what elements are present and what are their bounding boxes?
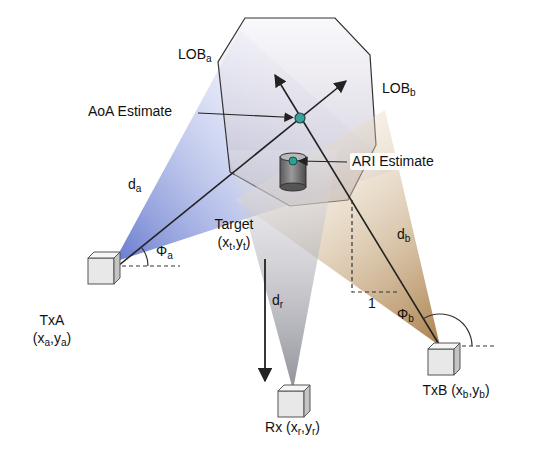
distance-label: db [397,226,410,243]
subscript: r [298,426,301,437]
text-run: Φ [156,243,167,259]
text-run: ) [246,234,251,250]
text-run: d [272,292,280,308]
text-run: ,y [232,234,243,250]
node-label: Rx (xr,yr) [255,419,330,437]
reference-line [462,345,497,346]
text-run: ,y [50,330,61,346]
lob-line [275,75,440,346]
text-run: d [128,176,136,192]
angle-arc [141,247,148,266]
subscript: t [229,240,232,251]
text-run: LOB [382,80,410,96]
subscript: t [243,240,246,251]
text-run: ) [67,330,72,346]
distance-label: da [128,176,141,193]
callout-label: AoA Estimate [88,103,172,120]
subscript: a [167,250,173,261]
callout-label: ARI Estimate [350,153,436,170]
rx-beam [228,150,338,390]
subscript: a [206,53,212,64]
subscript: b [463,389,469,400]
subscript: r [280,299,283,310]
subscript: b [405,233,411,244]
offset-line [352,200,400,292]
leader-line [198,113,293,118]
subscript: r [312,426,315,437]
angle-label: Φb [397,306,414,323]
subscript: b [408,313,414,324]
distance-label: dr [272,292,283,309]
text-run: ) [485,382,490,398]
text-run: ,y [301,419,312,435]
text-run: ) [315,419,320,435]
text-run: TxB (x [422,382,462,398]
receiver-node: Rx (xr,yr) [255,383,330,443]
angle-arc [423,314,472,346]
transmitter-node: TxB (xb,yb) [420,342,492,406]
text-run: ,y [468,382,479,398]
text-run: LOB [178,46,206,62]
lob-label: LOBa [176,46,214,63]
subscript: a [44,336,50,347]
aoa-point [295,113,305,123]
subscript: b [410,87,416,98]
node-label: Target (xt,yt) [205,216,263,251]
unit-label: 1 [368,295,376,312]
text-run: Φ [397,306,408,322]
text-run: 1 [368,295,376,311]
text-run: d [397,226,405,242]
leader-line [299,161,347,162]
target-cylinder [280,153,306,191]
angle-label: Φa [156,243,173,260]
text-run: AoA Estimate [88,103,172,119]
node-label: TxB (xb,yb) [420,382,492,400]
text-run: Rx (x [265,419,298,435]
lob-label: LOBb [380,80,418,97]
text-run: ARI Estimate [352,153,434,169]
node-label: TxA (xa,ya) [20,312,84,347]
subscript: b [479,389,485,400]
txa-cube [88,252,120,284]
target-node: Target (xt,yt) [203,148,311,257]
rx-cube [278,385,310,417]
range-arrow [264,259,266,381]
subscript: a [61,336,67,347]
transmitter-node: TxA (xa,ya) [15,250,125,353]
subscript: a [136,183,142,194]
txb-cube [428,343,460,375]
reference-line [122,265,180,266]
